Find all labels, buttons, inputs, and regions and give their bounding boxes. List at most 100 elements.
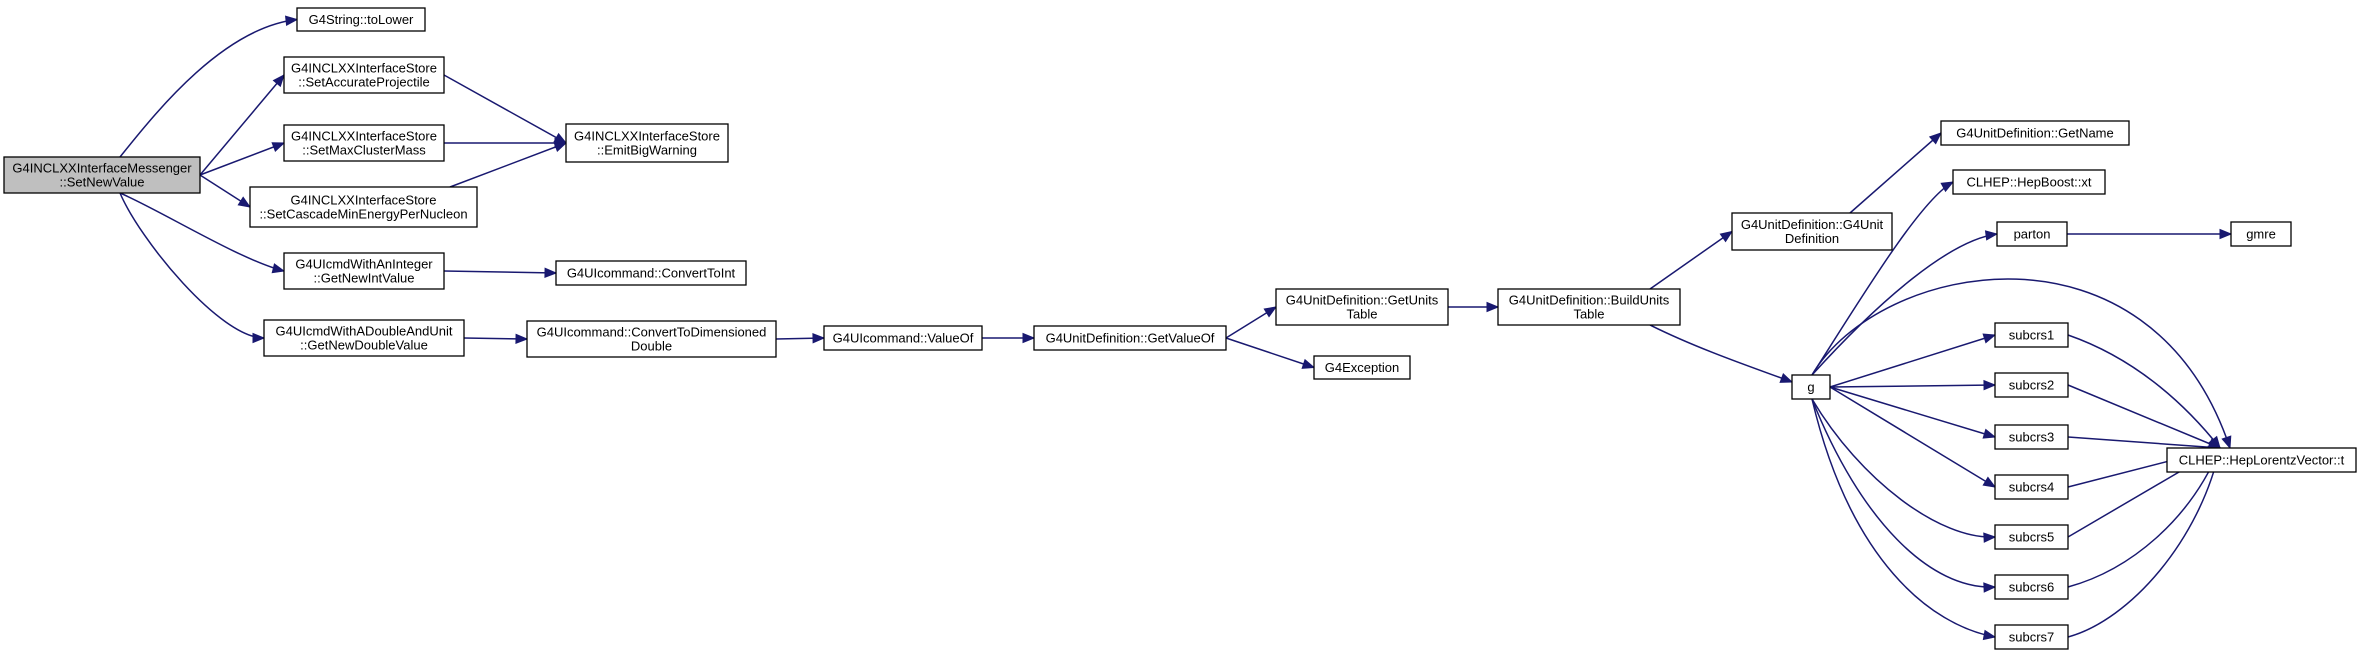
node-box[interactable]	[1994, 372, 2069, 398]
node-label: subcrs1	[2009, 328, 2055, 343]
node-g4exception[interactable]: G4Exception	[1313, 355, 1411, 380]
node-hepLorentz[interactable]: CLHEP::HepLorentzVector::t	[2166, 447, 2357, 473]
node-getName[interactable]: G4UnitDefinition::GetName	[1940, 120, 2130, 146]
node-box[interactable]	[2166, 447, 2357, 473]
node-label: G4INCLXXInterfaceStore	[574, 129, 720, 144]
node-label: ::GetNewIntValue	[314, 271, 415, 286]
edge-g-to-subcrs2	[1829, 384, 1996, 388]
node-valueOf[interactable]: G4UIcommand::ValueOf	[823, 325, 983, 351]
node-box[interactable]	[1497, 288, 1681, 326]
node-box[interactable]	[2230, 221, 2292, 247]
node-box[interactable]	[1313, 355, 1411, 380]
node-box[interactable]	[249, 186, 478, 228]
node-box[interactable]	[823, 325, 983, 351]
node-box[interactable]	[1952, 169, 2106, 195]
node-convertToInt[interactable]: G4UIcommand::ConvertToInt	[555, 260, 747, 286]
node-g[interactable]: g	[1791, 374, 1831, 400]
node-gmre[interactable]: gmre	[2230, 221, 2292, 247]
node-label: G4Exception	[1325, 360, 1399, 375]
arrow-head-icon	[1983, 532, 1997, 543]
arrow-head-icon	[271, 142, 286, 152]
node-getNewInt[interactable]: G4UIcmdWithAnInteger::GetNewIntValue	[283, 252, 445, 290]
node-label: G4UIcmdWithADoubleAndUnit	[275, 324, 452, 339]
arrow-head-icon	[271, 263, 286, 274]
node-label: G4UIcommand::ValueOf	[833, 331, 974, 346]
node-tolower[interactable]: G4String::toLower	[296, 7, 426, 32]
arrow-head-icon	[1928, 132, 1942, 145]
node-box[interactable]	[283, 252, 445, 290]
node-getValueOf[interactable]: G4UnitDefinition::GetValueOf	[1033, 325, 1227, 351]
node-subcrs6[interactable]: subcrs6	[1994, 574, 2069, 600]
arrow-head-icon	[1983, 379, 1997, 391]
node-label: G4INCLXXInterfaceStore	[291, 61, 437, 76]
node-box[interactable]	[1994, 524, 2069, 550]
node-setCascade[interactable]: G4INCLXXInterfaceStore::SetCascadeMinEne…	[249, 186, 478, 228]
node-g4unitDef[interactable]: G4UnitDefinition::G4UnitDefinition	[1731, 212, 1893, 251]
edge-g-to-subcrs5	[1811, 398, 1996, 538]
node-box[interactable]	[263, 319, 465, 357]
edge-setCascade-to-emitBig	[449, 142, 567, 188]
node-box[interactable]	[1994, 624, 2069, 650]
edge-root-to-getNewInt	[119, 192, 285, 272]
node-subcrs5[interactable]: subcrs5	[1994, 524, 2069, 550]
node-parton[interactable]: parton	[1996, 221, 2068, 247]
node-label: G4UIcommand::ConvertToInt	[567, 266, 736, 281]
node-emitBig[interactable]: G4INCLXXInterfaceStore::EmitBigWarning	[565, 123, 729, 163]
arrow-head-icon	[1982, 428, 1997, 439]
node-subcrs1[interactable]: subcrs1	[1994, 322, 2069, 348]
node-root[interactable]: G4INCLXXInterfaceMessenger::SetNewValue	[3, 156, 201, 194]
node-box[interactable]	[1994, 322, 2069, 348]
arrow-head-icon	[515, 333, 529, 345]
edge-subcrs1-to-hepLorentz	[2067, 334, 2221, 449]
arrow-head-icon	[1982, 333, 1997, 344]
node-box[interactable]	[555, 260, 747, 286]
node-box[interactable]	[3, 156, 201, 194]
arrow-head-icon	[1022, 332, 1036, 344]
edge-subcrs7-to-hepLorentz	[2067, 447, 2221, 638]
node-box[interactable]	[296, 7, 426, 32]
node-label: ::SetAccurateProjectile	[298, 75, 430, 90]
node-box[interactable]	[565, 123, 729, 163]
node-box[interactable]	[1940, 120, 2130, 146]
arrow-head-icon	[2221, 435, 2232, 450]
edge-setAccurate-to-emitBig	[443, 74, 567, 144]
arrow-head-icon	[1940, 181, 1955, 193]
node-box[interactable]	[526, 320, 777, 358]
node-subcrs7[interactable]: subcrs7	[1994, 624, 2069, 650]
node-hepBoost[interactable]: CLHEP::HepBoost::xt	[1952, 169, 2106, 195]
node-label: G4INCLXXInterfaceStore	[291, 193, 437, 208]
edge-g-to-hepBoost	[1811, 181, 1954, 376]
node-label: subcrs3	[2009, 430, 2055, 445]
arrow-head-icon	[812, 332, 826, 344]
node-label: ::GetNewDoubleValue	[300, 338, 428, 353]
node-label: G4UnitDefinition::G4Unit	[1741, 217, 1884, 232]
node-box[interactable]	[1994, 474, 2069, 500]
node-subcrs3[interactable]: subcrs3	[1994, 424, 2069, 450]
node-box[interactable]	[1033, 325, 1227, 351]
node-setMaxCluster[interactable]: G4INCLXXInterfaceStore::SetMaxClusterMas…	[283, 124, 445, 162]
node-box[interactable]	[1994, 574, 2069, 600]
node-box[interactable]	[1994, 424, 2069, 450]
node-getNewDouble[interactable]: G4UIcmdWithADoubleAndUnit::GetNewDoubleV…	[263, 319, 465, 357]
node-label: Double	[631, 339, 672, 354]
node-label: G4String::toLower	[309, 12, 414, 27]
node-box[interactable]	[283, 56, 445, 94]
node-label: G4UnitDefinition::BuildUnits	[1509, 293, 1670, 308]
node-subcrs2[interactable]: subcrs2	[1994, 372, 2069, 398]
node-box[interactable]	[1731, 212, 1893, 251]
node-subcrs4[interactable]: subcrs4	[1994, 474, 2069, 500]
node-label: parton	[2014, 227, 2051, 242]
arrow-head-icon	[1301, 358, 1316, 369]
node-box[interactable]	[283, 124, 445, 162]
node-label: CLHEP::HepBoost::xt	[1967, 175, 2092, 190]
node-box[interactable]	[1275, 288, 1449, 326]
arrow-head-icon	[1779, 373, 1794, 383]
node-setAccurate[interactable]: G4INCLXXInterfaceStore::SetAccurateProje…	[283, 56, 445, 94]
node-label: Table	[1573, 307, 1604, 322]
arrow-head-icon	[237, 196, 252, 208]
node-box[interactable]	[1996, 221, 2068, 247]
node-box[interactable]	[1791, 374, 1831, 400]
